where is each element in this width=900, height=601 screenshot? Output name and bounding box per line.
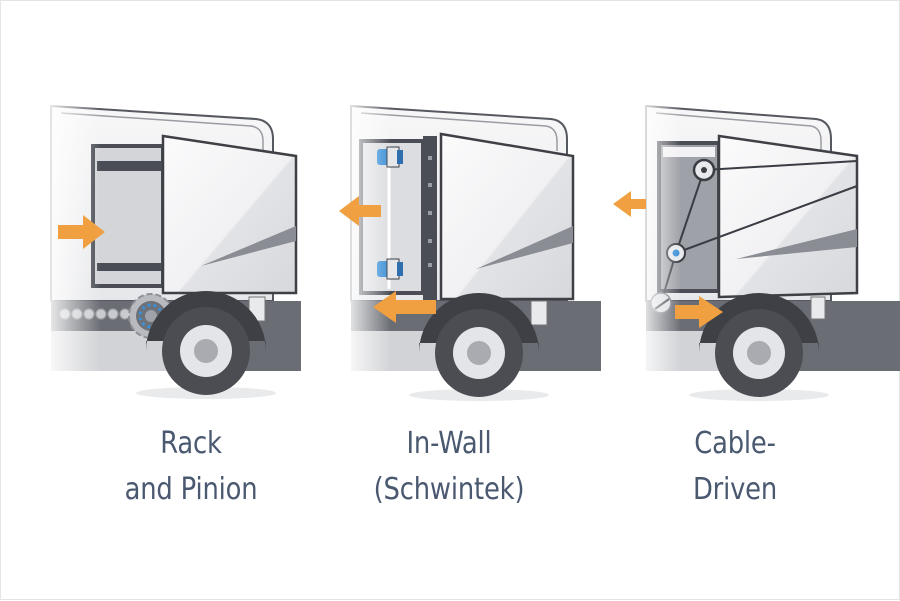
cable-driven-illustration	[613, 96, 900, 416]
in-wall-illustration	[339, 96, 601, 416]
slide-out-box	[161, 134, 298, 295]
rack-and-pinion-illustration	[41, 96, 301, 416]
panel-cable-driven: Cable- Driven	[601, 1, 900, 601]
caption-line-2: Driven	[692, 472, 778, 507]
panel-rack-and-pinion: Rack and Pinion	[1, 1, 301, 601]
caption-line-1: In-Wall	[406, 426, 492, 461]
decal-stripe	[201, 226, 296, 266]
caption-line-2: (Schwintek)	[373, 472, 525, 507]
caption-line-1: Rack	[160, 426, 222, 461]
panel-in-wall: In-Wall (Schwintek)	[301, 1, 601, 601]
arrow-right-icon	[675, 296, 723, 328]
caption-rack-and-pinion: Rack and Pinion	[79, 421, 303, 513]
caption-in-wall: In-Wall (Schwintek)	[337, 421, 561, 513]
slide-out-box	[439, 132, 575, 301]
upper-pulley	[692, 158, 716, 182]
caption-line-1: Cable-	[694, 426, 776, 461]
slide-out-box	[717, 134, 859, 299]
arrow-left-icon	[613, 191, 646, 217]
gear-column	[423, 136, 437, 301]
arrow-left-icon	[339, 196, 381, 226]
caption-line-2: and Pinion	[124, 472, 258, 507]
caption-cable-driven: Cable- Driven	[623, 421, 847, 513]
arrow-right-icon	[58, 215, 105, 249]
arrow-left-lower-icon	[373, 291, 436, 323]
